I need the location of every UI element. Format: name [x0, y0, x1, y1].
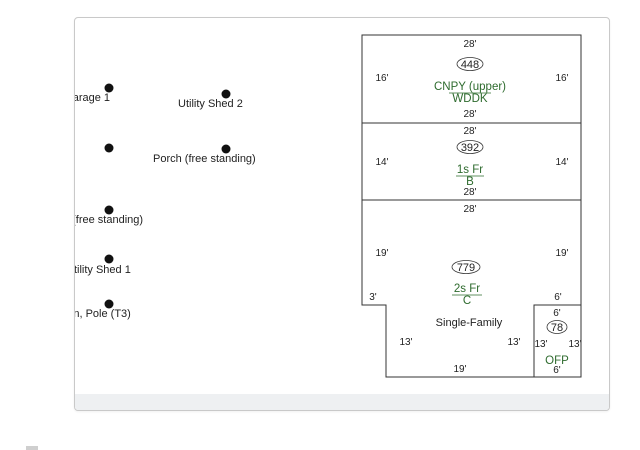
porch-area-oval	[546, 320, 568, 334]
canopy-dim-top: 28'	[463, 39, 476, 50]
single-family-label: Single-Family	[436, 317, 503, 329]
item-marker-garage	[104, 83, 114, 93]
second-floor-dim-right: 19'	[555, 248, 568, 259]
open-porch-outline	[533, 304, 582, 378]
item-label-utility-shed-2: Utility Shed 2	[178, 98, 243, 110]
item-label-utility-shed-1: Utility Shed 1	[66, 264, 131, 276]
item-marker-porch	[221, 144, 231, 154]
second-floor-dim-left: 19'	[375, 248, 388, 259]
item-label-porch: Porch (free standing)	[153, 153, 256, 165]
single-family-dim-bottom: 19'	[453, 364, 466, 375]
panel-footer-bar	[75, 394, 609, 410]
second-floor-code-top: 2s Fr	[454, 283, 480, 295]
porch-dim-bottom: 6'	[553, 365, 561, 376]
first-floor-area-oval	[456, 140, 484, 154]
first-floor-area: 392	[461, 142, 479, 154]
canopy-dim-right: 16'	[555, 73, 568, 84]
porch-area: 78	[551, 322, 563, 334]
item-marker-utility-shed-1	[104, 254, 114, 264]
item-marker-deck	[104, 205, 114, 215]
single-family-dim-right: 13'	[507, 337, 520, 348]
canopy-area-oval	[456, 57, 484, 71]
item-marker-pool	[104, 143, 114, 153]
second-floor-area: 779	[457, 262, 475, 274]
item-label-lean-pole: Lean, Pole (T3)	[55, 308, 131, 320]
first-floor-code-top: 1s Fr	[457, 164, 483, 176]
second-floor-notch-right: 6'	[554, 292, 562, 303]
canopy-code-bottom: WDDK	[452, 93, 487, 105]
porch-dim-left: 13'	[534, 339, 547, 350]
item-label-pool: Above Ground (circular) Pool	[0, 153, 66, 165]
canopy-area: 448	[461, 59, 479, 71]
first-floor-dim-right: 14'	[555, 157, 568, 168]
item-label-garage: Detached Garage 1	[14, 92, 110, 104]
cropped-heading-fragment	[26, 446, 38, 450]
porch-dim-right: 13'	[568, 339, 581, 350]
item-marker-utility-shed-2	[221, 89, 231, 99]
first-floor-code-bottom: B	[466, 176, 474, 188]
canopy-dim-bottom: 28'	[463, 109, 476, 120]
first-floor-dim-top: 28'	[463, 126, 476, 137]
second-floor-area-oval	[451, 260, 481, 274]
first-floor-dim-left: 14'	[375, 157, 388, 168]
porch-dim-top: 6'	[553, 308, 561, 319]
item-marker-lean-pole	[104, 299, 114, 309]
second-floor-code-bottom: C	[463, 295, 471, 307]
second-floor-dim-top: 28'	[463, 204, 476, 215]
second-floor-notch-left: 3'	[369, 292, 377, 303]
sketch-panel	[74, 17, 610, 411]
first-floor-dim-bottom: 28'	[463, 187, 476, 198]
single-family-dim-left: 13'	[399, 337, 412, 348]
item-label-deck: Deck (free standing)	[44, 214, 143, 226]
porch-code: OFP	[545, 355, 569, 367]
canopy-code-top: CNPY (upper)	[434, 81, 506, 93]
canopy-dim-left: 16'	[375, 73, 388, 84]
